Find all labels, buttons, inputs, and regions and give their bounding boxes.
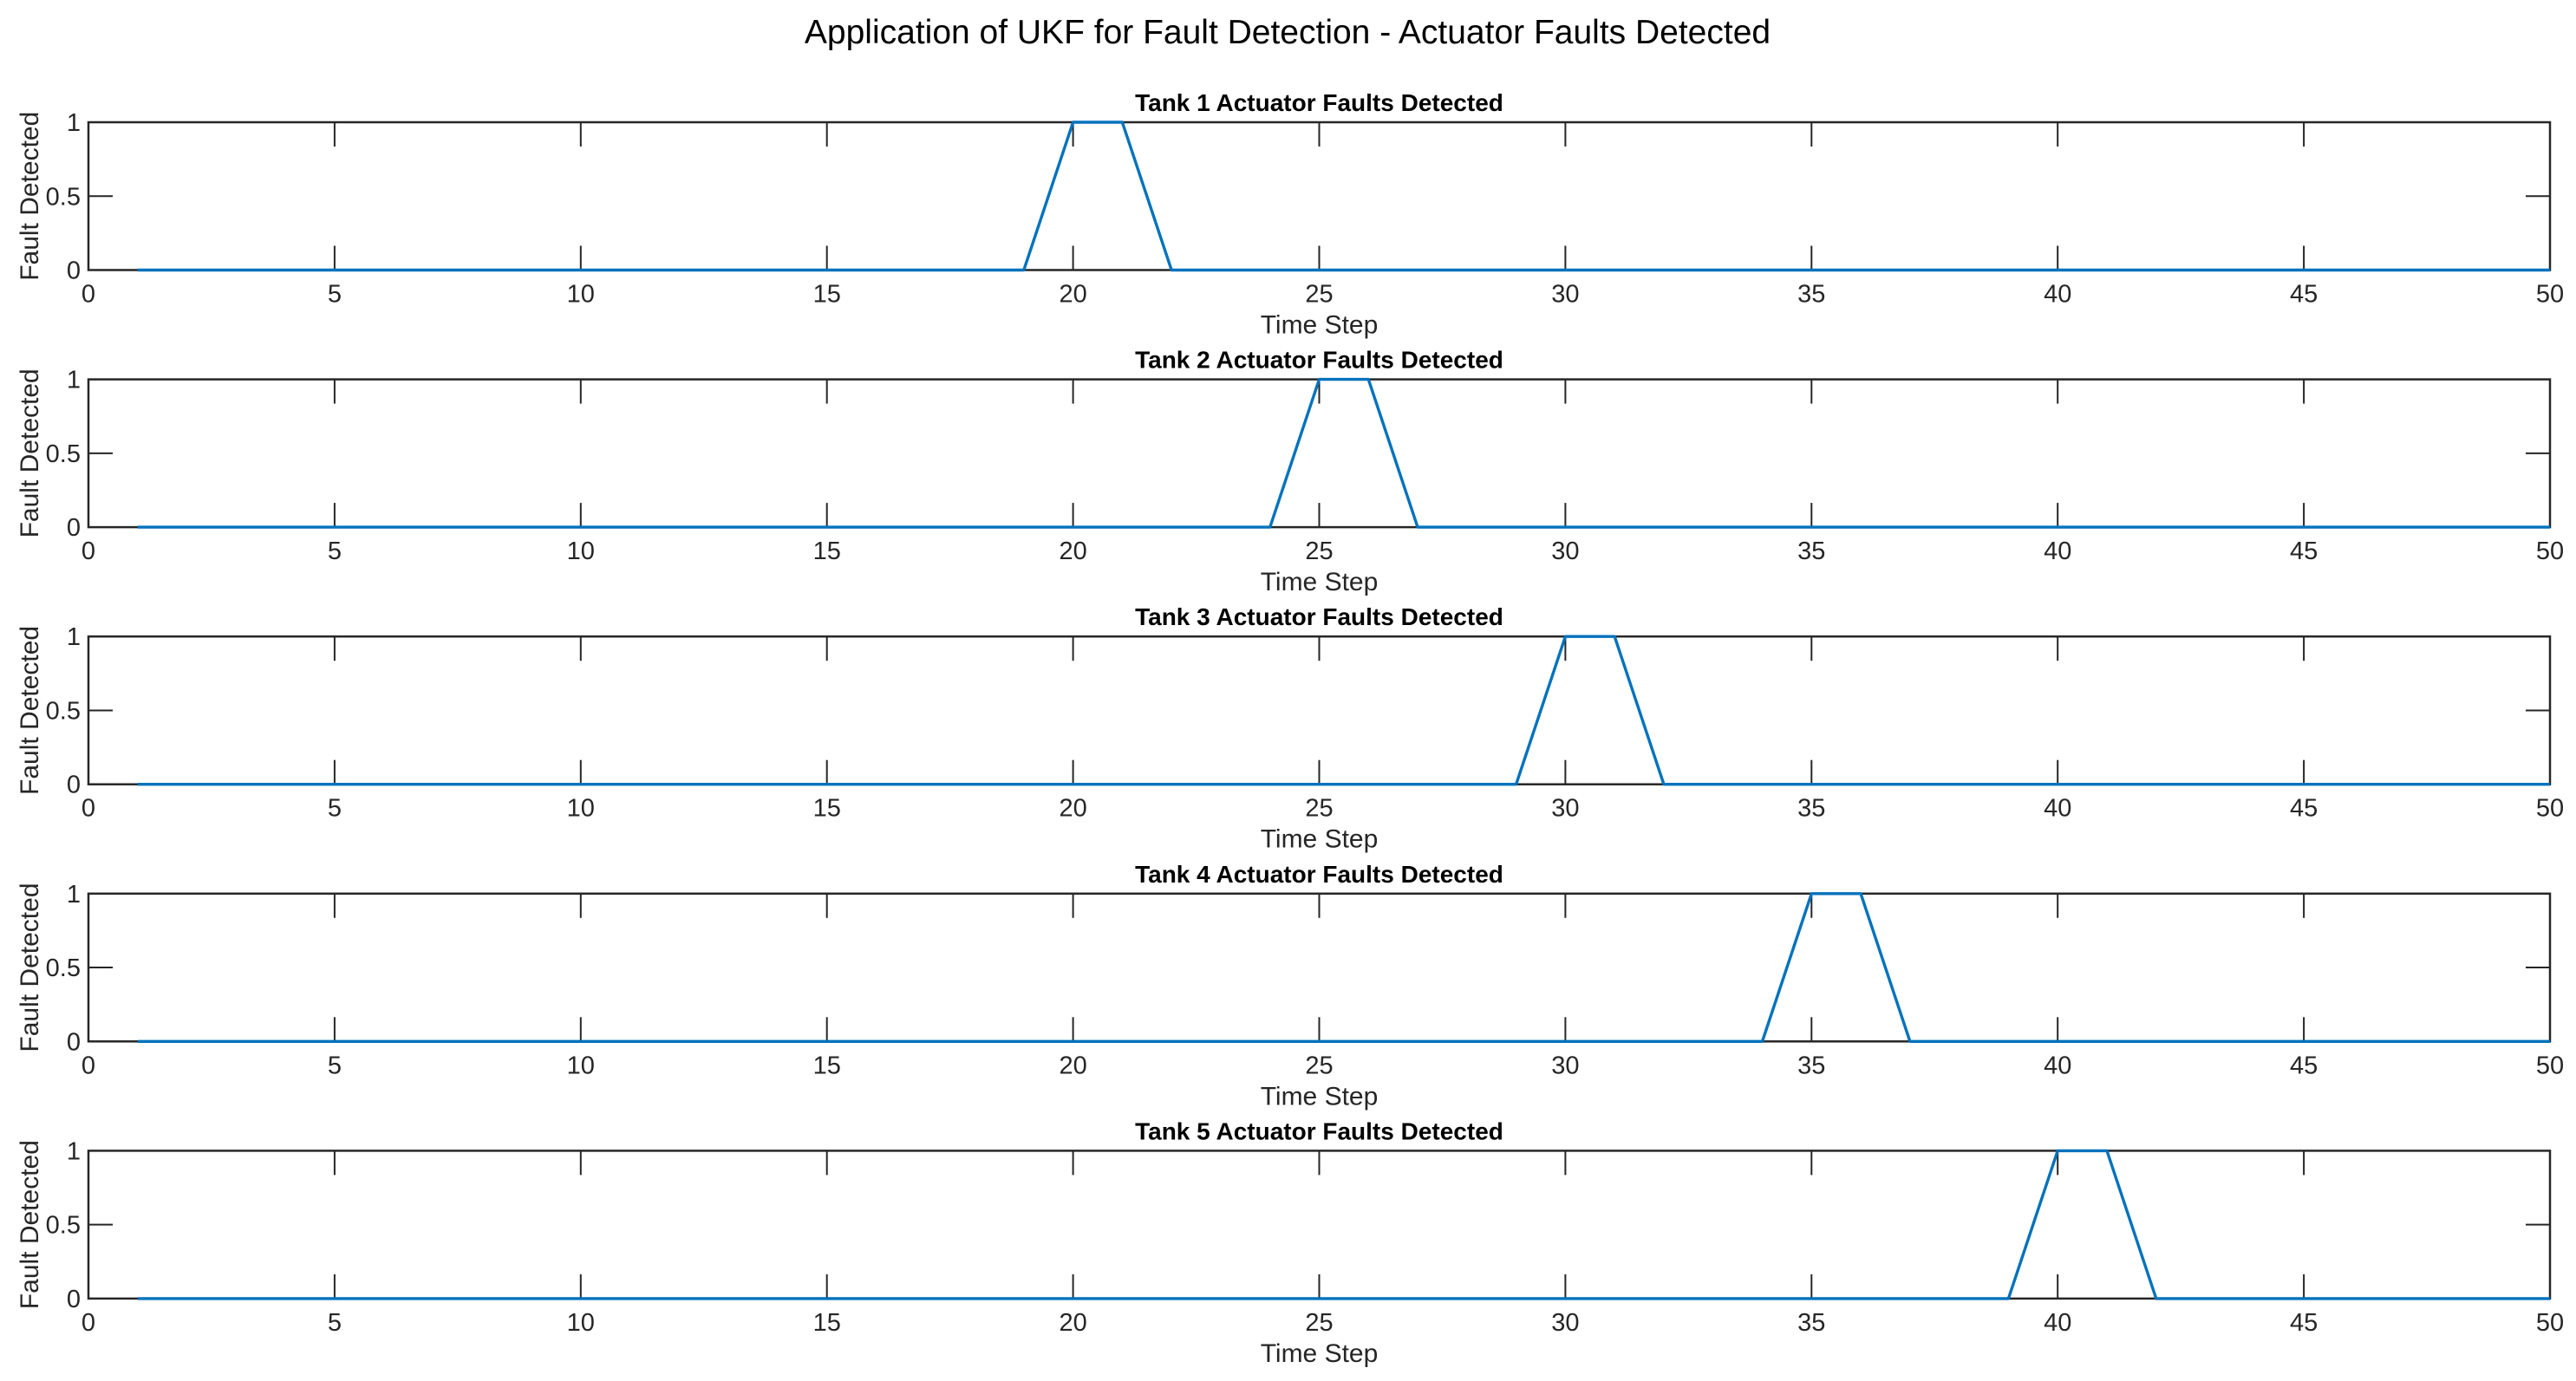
y-tick-label: 0.5	[46, 697, 81, 725]
subplot-title: Tank 1 Actuator Faults Detected	[1135, 89, 1503, 116]
x-tick-label: 5	[328, 1309, 342, 1337]
y-axis-label: Fault Detected	[16, 626, 44, 795]
y-tick-label: 0.5	[46, 1212, 81, 1240]
x-tick-label: 35	[1797, 1052, 1825, 1079]
y-tick-label: 0	[67, 514, 81, 542]
y-axis-label: Fault Detected	[16, 883, 44, 1052]
x-tick-label: 30	[1551, 1052, 1579, 1079]
x-tick-label: 0	[82, 1052, 95, 1079]
x-tick-label: 25	[1305, 281, 1333, 309]
x-tick-label: 25	[1305, 1052, 1333, 1079]
x-tick-label: 25	[1305, 537, 1333, 565]
x-tick-label: 30	[1551, 281, 1579, 309]
x-tick-label: 10	[567, 537, 595, 565]
y-tick-label: 0.5	[46, 954, 81, 982]
subplot-title: Tank 2 Actuator Faults Detected	[1135, 347, 1503, 374]
y-tick-label: 0	[67, 1028, 81, 1056]
x-tick-label: 15	[813, 281, 841, 309]
x-tick-label: 50	[2536, 795, 2564, 823]
x-tick-label: 45	[2290, 1309, 2318, 1337]
subplot-tank-1: 0 5 10 15 20 25 30 35 40 45 50 0 0.5 1 Tank 1 Actuator…	[16, 89, 2564, 340]
figure-title: Application of UKF for Fault Detection -…	[805, 14, 1771, 51]
subplot-title: Tank 4 Actuator Faults Detected	[1135, 861, 1503, 888]
x-tick-label: 50	[2536, 1309, 2564, 1337]
x-tick-label: 45	[2290, 281, 2318, 309]
y-tick-label: 1	[67, 1137, 81, 1165]
x-tick-label: 50	[2536, 537, 2564, 565]
y-tick-label: 1	[67, 881, 81, 909]
subplot-tank-5: 0 5 10 15 20 25 30 35 40 45 50 0 0.5 1 Tank 5 Actuator…	[16, 1117, 2564, 1368]
x-axis-label: Time Step	[1261, 1082, 1379, 1111]
x-tick-label: 5	[328, 1052, 342, 1079]
x-tick-label: 20	[1059, 537, 1086, 565]
x-tick-label: 25	[1305, 1309, 1333, 1337]
x-tick-label: 0	[82, 1309, 95, 1337]
fault-signal-line	[137, 635, 2550, 786]
x-tick-label: 5	[328, 795, 342, 823]
x-tick-label: 20	[1059, 281, 1086, 309]
x-tick-label: 15	[813, 795, 841, 823]
x-tick-label: 35	[1797, 1309, 1825, 1337]
y-tick-label: 1	[67, 109, 81, 137]
x-tick-label: 0	[82, 281, 95, 309]
x-tick-label: 0	[82, 537, 95, 565]
x-tick-label: 20	[1059, 1309, 1086, 1337]
x-tick-label: 0	[82, 795, 95, 823]
x-tick-label: 40	[2044, 795, 2071, 823]
subplot-tank-2: 0 5 10 15 20 25 30 35 40 45 50 0 0.5 1 Tank 2 Actuator…	[16, 347, 2564, 596]
x-tick-label: 50	[2536, 1052, 2564, 1079]
fault-signal-line	[137, 377, 2550, 529]
x-tick-label: 25	[1305, 795, 1333, 823]
y-axis-label: Fault Detected	[16, 368, 44, 537]
x-tick-label: 10	[567, 1309, 595, 1337]
y-tick-label: 0	[67, 772, 81, 799]
x-tick-label: 15	[813, 1052, 841, 1079]
x-tick-label: 15	[813, 1309, 841, 1337]
x-tick-label: 10	[567, 281, 595, 309]
x-axis-label: Time Step	[1261, 568, 1379, 596]
x-tick-label: 10	[567, 1052, 595, 1079]
y-axis-label: Fault Detected	[16, 112, 44, 281]
x-axis-label: Time Step	[1261, 1339, 1379, 1368]
x-tick-label: 5	[328, 537, 342, 565]
x-tick-label: 45	[2290, 1052, 2318, 1079]
y-tick-label: 1	[67, 367, 81, 394]
subplot-title: Tank 5 Actuator Faults Detected	[1135, 1117, 1503, 1144]
x-tick-label: 20	[1059, 1052, 1086, 1079]
x-tick-label: 10	[567, 795, 595, 823]
y-tick-label: 0	[67, 1286, 81, 1313]
x-tick-label: 35	[1797, 537, 1825, 565]
y-tick-label: 1	[67, 623, 81, 651]
x-tick-label: 35	[1797, 281, 1825, 309]
x-axis-label: Time Step	[1261, 311, 1379, 340]
x-tick-label: 20	[1059, 795, 1086, 823]
fault-signal-line	[137, 121, 2550, 272]
x-tick-label: 15	[813, 537, 841, 565]
x-tick-label: 45	[2290, 795, 2318, 823]
y-tick-label: 0.5	[46, 440, 81, 468]
x-tick-label: 30	[1551, 537, 1579, 565]
x-tick-label: 30	[1551, 795, 1579, 823]
fault-signal-line	[137, 892, 2550, 1044]
y-tick-label: 0	[67, 257, 81, 285]
x-tick-label: 5	[328, 281, 342, 309]
y-tick-label: 0.5	[46, 183, 81, 211]
y-axis-label: Fault Detected	[16, 1140, 44, 1309]
x-axis-label: Time Step	[1261, 825, 1379, 854]
fault-signal-line	[137, 1149, 2550, 1300]
x-tick-label: 35	[1797, 795, 1825, 823]
x-tick-label: 40	[2044, 537, 2071, 565]
subplot-tank-3: 0 5 10 15 20 25 30 35 40 45 50 0 0.5 1 Tank 3 Actuator…	[16, 603, 2564, 854]
x-tick-label: 45	[2290, 537, 2318, 565]
x-tick-label: 30	[1551, 1309, 1579, 1337]
subplot-title: Tank 3 Actuator Faults Detected	[1135, 603, 1503, 630]
subplot-tank-4: 0 5 10 15 20 25 30 35 40 45 50 0 0.5 1 Tank 4 Actuator…	[16, 861, 2564, 1111]
x-tick-label: 40	[2044, 1309, 2071, 1337]
x-tick-label: 40	[2044, 1052, 2071, 1079]
x-tick-label: 50	[2536, 281, 2564, 309]
x-tick-label: 40	[2044, 281, 2071, 309]
